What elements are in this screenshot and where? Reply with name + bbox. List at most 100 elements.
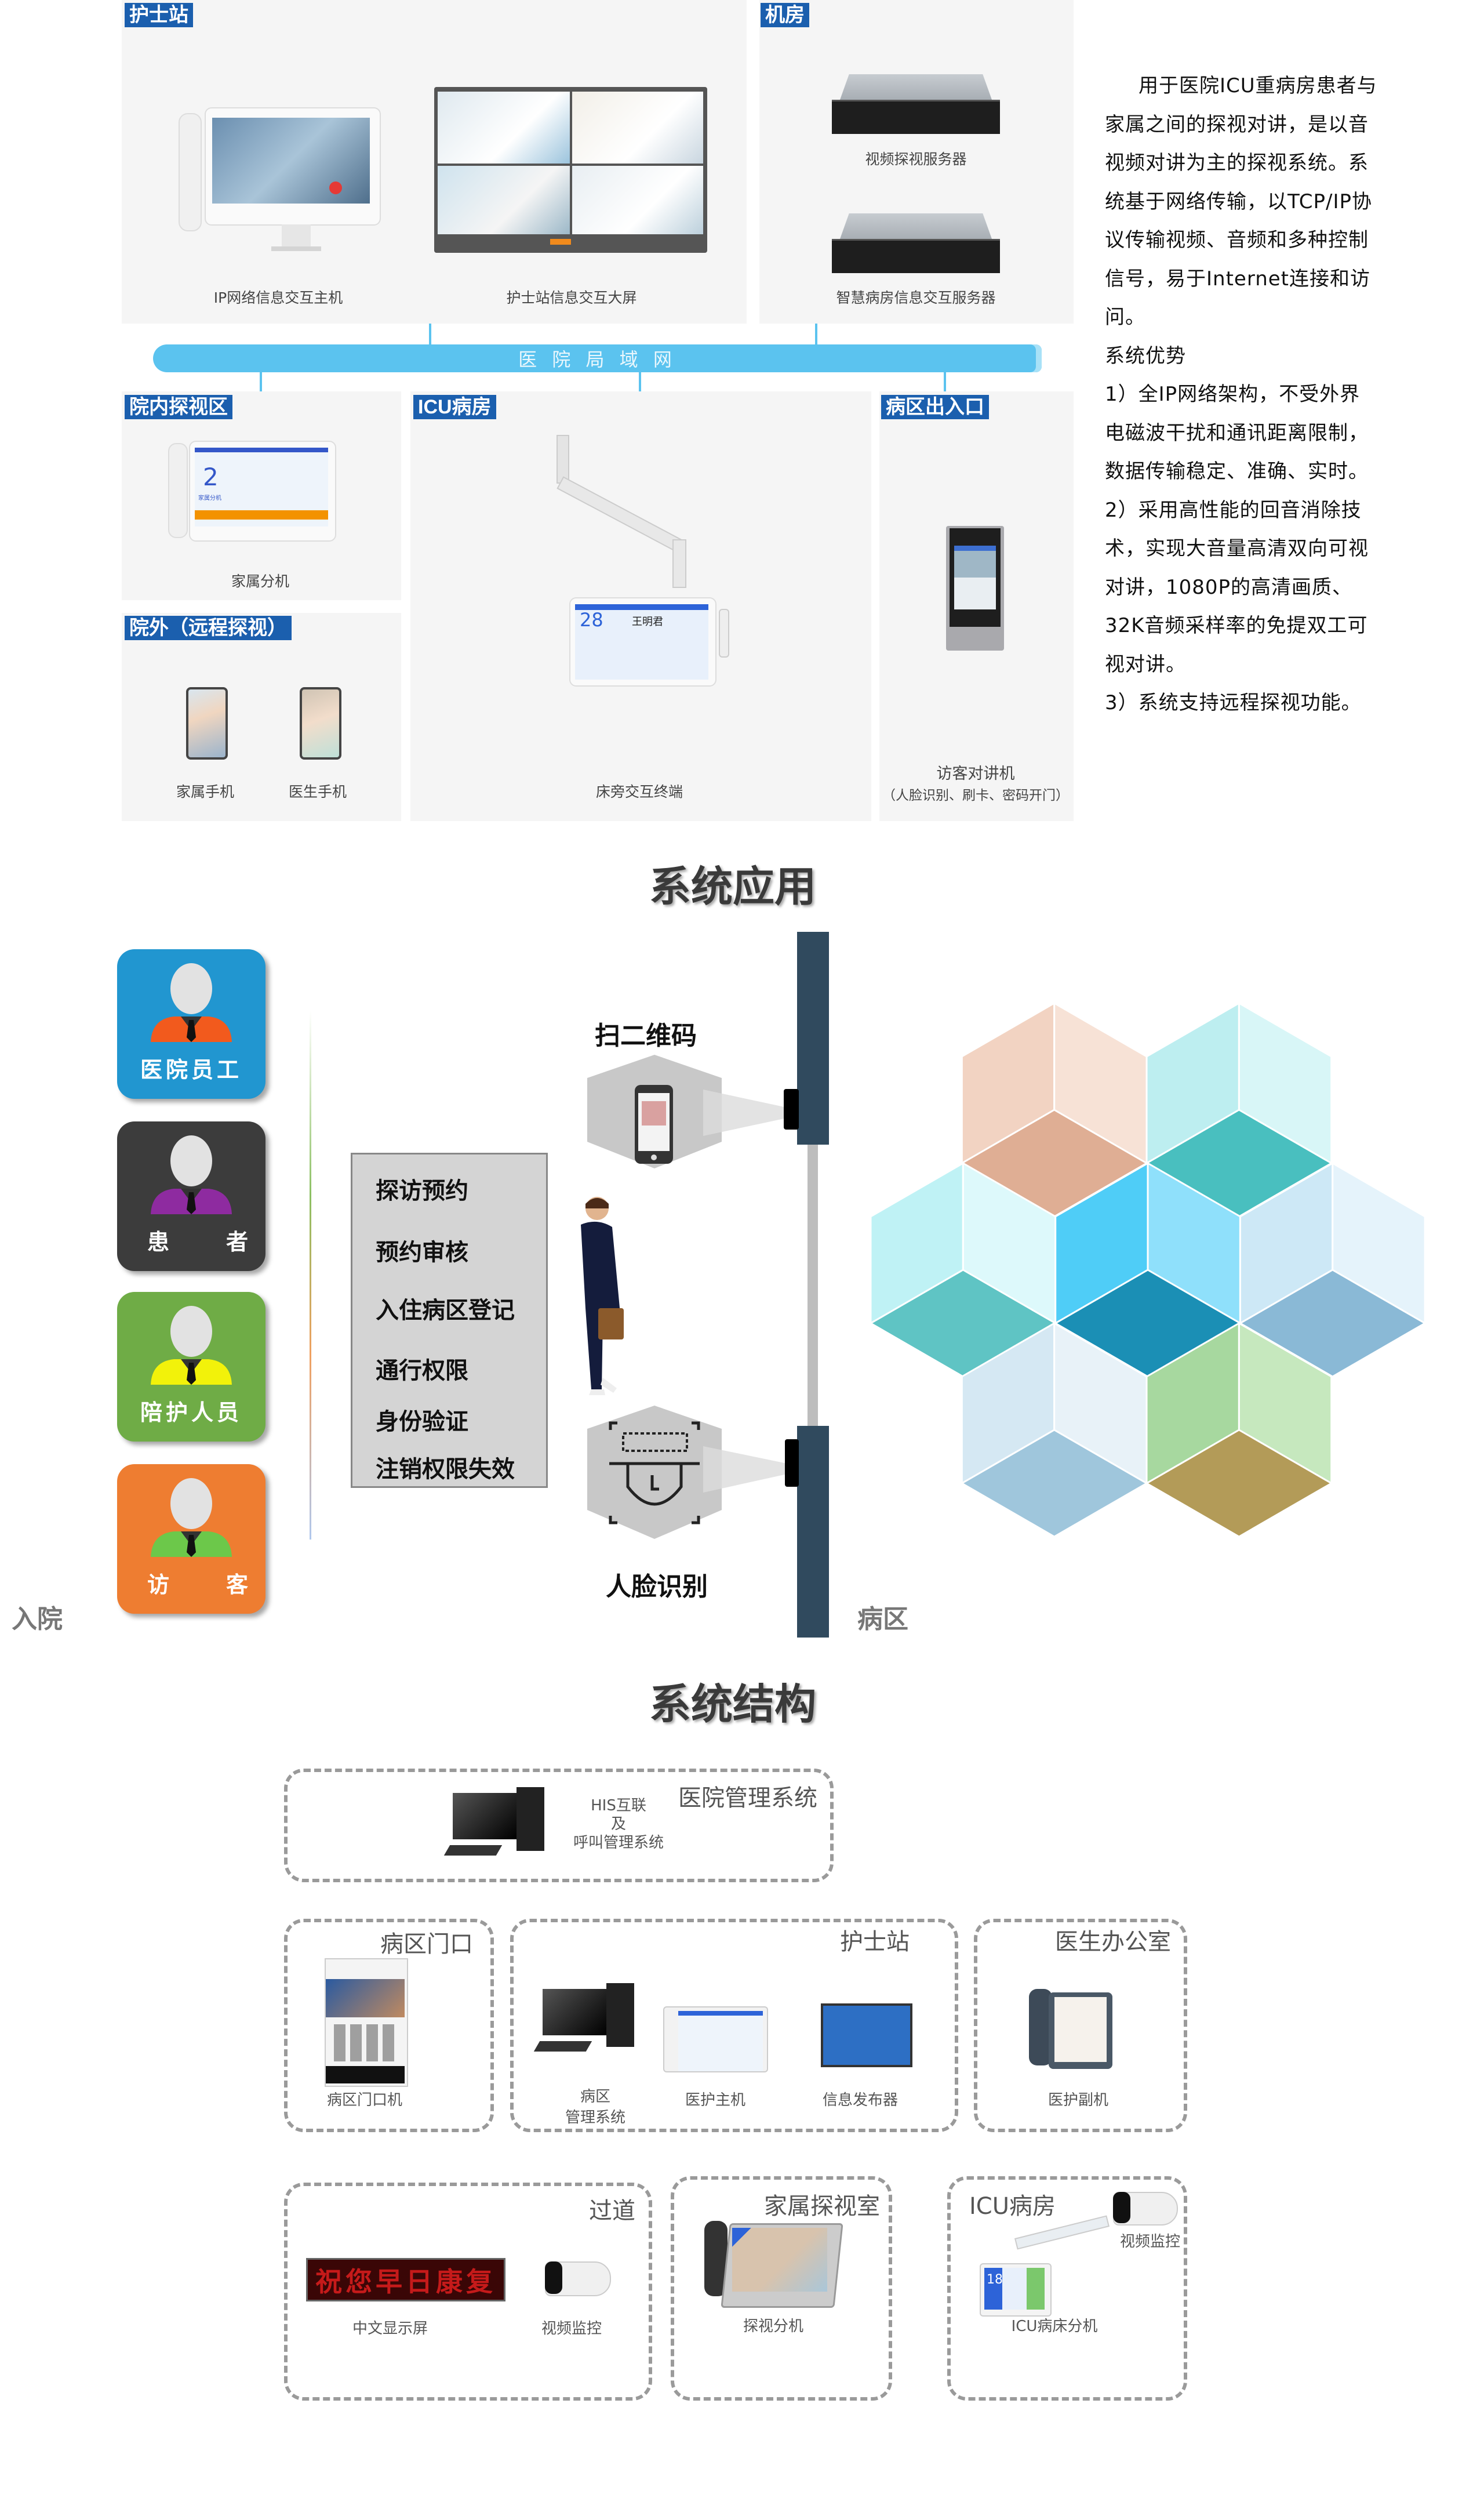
ward-management-label: 病区 [580, 2088, 611, 2105]
description-line: 32K音频采样率的免提双工可 [1105, 614, 1368, 637]
connector-line [639, 372, 641, 392]
door-station-label: 病区门口机 [326, 2092, 403, 2109]
connector-line [944, 372, 946, 392]
desk-phone-label: 医护副机 [1047, 2092, 1109, 2109]
ward-label: 病区 [857, 1604, 908, 1634]
description-line: 视对讲。 [1105, 652, 1186, 676]
doctor-office-title: 医生办公室 [1055, 1929, 1171, 1955]
hospital-lan-bar: 医 院 局 域 网 [153, 344, 1042, 372]
process-steps-box: 探访预约 预约审核 入住病区登记 通行权限 身份验证 注销权限失效 [351, 1153, 548, 1488]
divider-line [310, 1011, 311, 1540]
bedside-terminal-label: 床旁交互终端 [595, 783, 683, 800]
qr-phone-scan-icon [587, 1055, 784, 1168]
icu-bed-terminal-icon: 18 [980, 2263, 1052, 2317]
corridor-title: 过道 [589, 2198, 635, 2224]
description-line: 对讲，1080P的高清画质、 [1105, 575, 1353, 599]
description-line: 1）全IP网络架构，不受外界 [1105, 383, 1361, 406]
doctor-office-box [974, 1919, 1187, 2132]
step-item: 通行权限 [376, 1357, 468, 1384]
screen-number: 18 [987, 2272, 1003, 2287]
entry-label: 入院 [12, 1604, 63, 1634]
step-item: 入住病区登记 [376, 1297, 515, 1324]
family-room-box [671, 2176, 892, 2401]
camera-icon [545, 2261, 611, 2296]
doctor-phone-label: 医生手机 [288, 783, 347, 800]
role-label: 者 [225, 1229, 248, 1255]
room-floor [960, 1429, 1149, 1538]
qr-reader-icon [784, 1089, 799, 1130]
desk-phone-icon [1029, 1989, 1116, 2071]
step-item: 注销权限失效 [376, 1456, 515, 1483]
ward-door-title: 病区门口 [380, 1931, 473, 1958]
led-display: 祝您早日康复 [306, 2258, 505, 2301]
door-station-icon [325, 1958, 408, 2087]
person-avatar-icon [151, 1135, 232, 1214]
icu-ward-badge: ICU病房 [413, 395, 496, 419]
led-display-text: 祝您早日康复 [315, 2266, 496, 2297]
description-line: 系统优势 [1105, 344, 1186, 368]
gate-post-bottom [797, 1426, 829, 1638]
nurse-host-icon [663, 2006, 768, 2072]
description-line: 术，实现大音量高清双向可视 [1105, 537, 1369, 560]
nurse-big-screen-icon [434, 87, 707, 253]
role-label: 患 [147, 1229, 170, 1255]
family-phone-icon [186, 687, 228, 760]
role-label: 医院员工 [140, 1057, 242, 1083]
gate-post-top [797, 932, 829, 1145]
patient-name: 王明君 [632, 616, 663, 628]
visitor-intercom-note: （人脸识别、刷卡、密码开门） [882, 788, 1069, 803]
role-card-caregiver: 陪护人员 [117, 1292, 265, 1442]
description-line: 用于医院ICU重病房患者与 [1139, 74, 1377, 97]
family-room-title: 家属探视室 [764, 2193, 880, 2220]
description-line: 视频对讲为主的探视系统。系 [1105, 151, 1369, 175]
step-item: 预约审核 [376, 1239, 468, 1266]
role-card-hospital-staff: 医院员工 [117, 949, 265, 1099]
room-hexagon [960, 1322, 1149, 1538]
qr-scan-label: 扫二维码 [595, 1021, 697, 1051]
description-line: 数据传输稳定、准确、实时。 [1105, 460, 1369, 483]
face-recognition-label: 人脸识别 [606, 1572, 708, 1602]
desktop-computer-icon [443, 1787, 552, 1863]
person-avatar-icon [151, 1478, 232, 1557]
family-extension-device-icon: 2 家属分机 [168, 441, 336, 551]
visitor-intercom-icon [946, 526, 1004, 651]
step-item: 探访预约 [376, 1178, 468, 1204]
face-recognition-icon [587, 1406, 787, 1539]
ip-host-device-icon [179, 107, 381, 264]
description-line: 2）采用高性能的回音消除技 [1105, 498, 1362, 522]
role-card-visitor: 访客 [117, 1464, 265, 1614]
application-section-title: 系统应用 [649, 862, 816, 911]
camera-label: 视频监控 [541, 2320, 602, 2337]
description-line: 议传输视频、音频和多种控制 [1105, 228, 1369, 252]
remote-visit-badge: 院外（远程探视） [125, 616, 292, 640]
his-text: HIS互联 [591, 1797, 646, 1814]
smart-ward-server-label: 智慧病房信息交互服务器 [836, 289, 996, 306]
ward-entrance-badge: 病区出入口 [881, 395, 989, 419]
room-floor [1145, 1429, 1333, 1538]
screen-number: 2 [203, 463, 219, 491]
role-label: 陪护人员 [140, 1400, 242, 1425]
ward-management-label: 管理系统 [565, 2109, 626, 2126]
gate-post-middle [808, 1145, 818, 1426]
camera-icon [1113, 2192, 1178, 2226]
server-icon [832, 74, 1000, 135]
step-item: 身份验证 [376, 1408, 468, 1435]
icu-box [947, 2176, 1187, 2401]
visitor-intercom-label: 访客对讲机 [936, 765, 1015, 783]
ward-rooms-illustration [870, 1003, 1427, 1538]
connector-line [429, 324, 431, 347]
connector-line [815, 324, 817, 347]
room-hexagon [870, 1161, 1057, 1378]
info-publisher-label: 信息发布器 [822, 2092, 899, 2109]
nurse-station-badge: 护士站 [125, 3, 193, 27]
icu-camera-label: 视频监控 [1119, 2233, 1181, 2250]
server-room-badge: 机房 [761, 3, 809, 27]
nurse-station-title: 护士站 [840, 1929, 910, 1955]
description-line: 家属之间的探视对讲，是以音 [1105, 112, 1369, 136]
description-line: 3）系统支持远程探视功能。 [1105, 691, 1362, 714]
ip-host-label: IP网络信息交互主机 [213, 289, 343, 306]
video-visit-server-label: 视频探视服务器 [865, 151, 967, 168]
businessman-walking-icon [581, 1197, 624, 1395]
icu-bed-terminal-label: ICU病床分机 [1011, 2318, 1098, 2335]
family-phone-label: 家属手机 [176, 783, 235, 800]
